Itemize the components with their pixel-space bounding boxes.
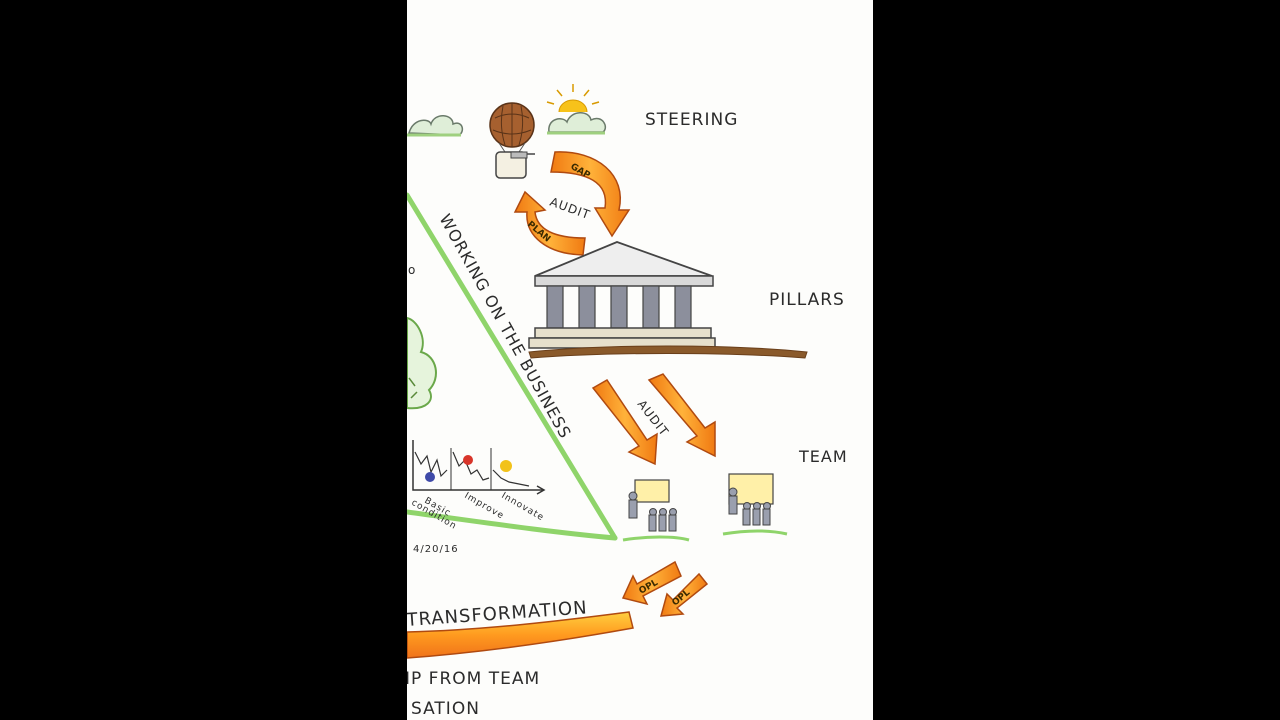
tree-icon bbox=[407, 316, 437, 410]
team-group-right bbox=[722, 473, 788, 536]
pillars-label: PILLARS bbox=[769, 290, 845, 310]
audit-arrow-right bbox=[647, 373, 716, 458]
transformation-band bbox=[407, 611, 634, 659]
team-label: TEAM bbox=[798, 447, 848, 466]
sun-icon bbox=[546, 84, 600, 113]
date-label: 4/20/16 bbox=[413, 544, 459, 555]
opl-arrow-1: OPL bbox=[621, 560, 682, 606]
sketchnote-drawing: STEERING GAP PLAN AUDIT WORKING ON THE B… bbox=[407, 84, 848, 719]
audit-top-label: AUDIT bbox=[548, 195, 592, 223]
cloud-right-icon bbox=[547, 112, 607, 135]
triangle-frame bbox=[407, 192, 618, 541]
bottom-text-line2: SATION bbox=[411, 699, 480, 719]
temple-icon bbox=[528, 241, 808, 359]
hot-air-balloon-icon bbox=[489, 102, 535, 179]
improve-dot bbox=[463, 455, 473, 465]
legend-improve: Improve bbox=[463, 491, 506, 522]
innovate-dot bbox=[500, 460, 512, 472]
letterbox-left bbox=[0, 0, 407, 720]
mini-chart: Basic condition Improve Innovate bbox=[410, 440, 546, 532]
team-group-left bbox=[622, 479, 690, 542]
legend-innovate: Innovate bbox=[500, 491, 546, 523]
cloud-left-icon bbox=[407, 115, 464, 137]
bottom-text-line1: IP FROM TEAM bbox=[407, 669, 540, 689]
steering-label: STEERING bbox=[645, 110, 738, 130]
gap-arrow: GAP bbox=[550, 151, 631, 238]
partial-letter: o bbox=[408, 263, 416, 277]
basic-dot bbox=[425, 472, 435, 482]
sketch-paper: STEERING GAP PLAN AUDIT WORKING ON THE B… bbox=[407, 0, 873, 720]
audit-arrow-left bbox=[591, 379, 658, 466]
letterbox-right bbox=[873, 0, 1280, 720]
